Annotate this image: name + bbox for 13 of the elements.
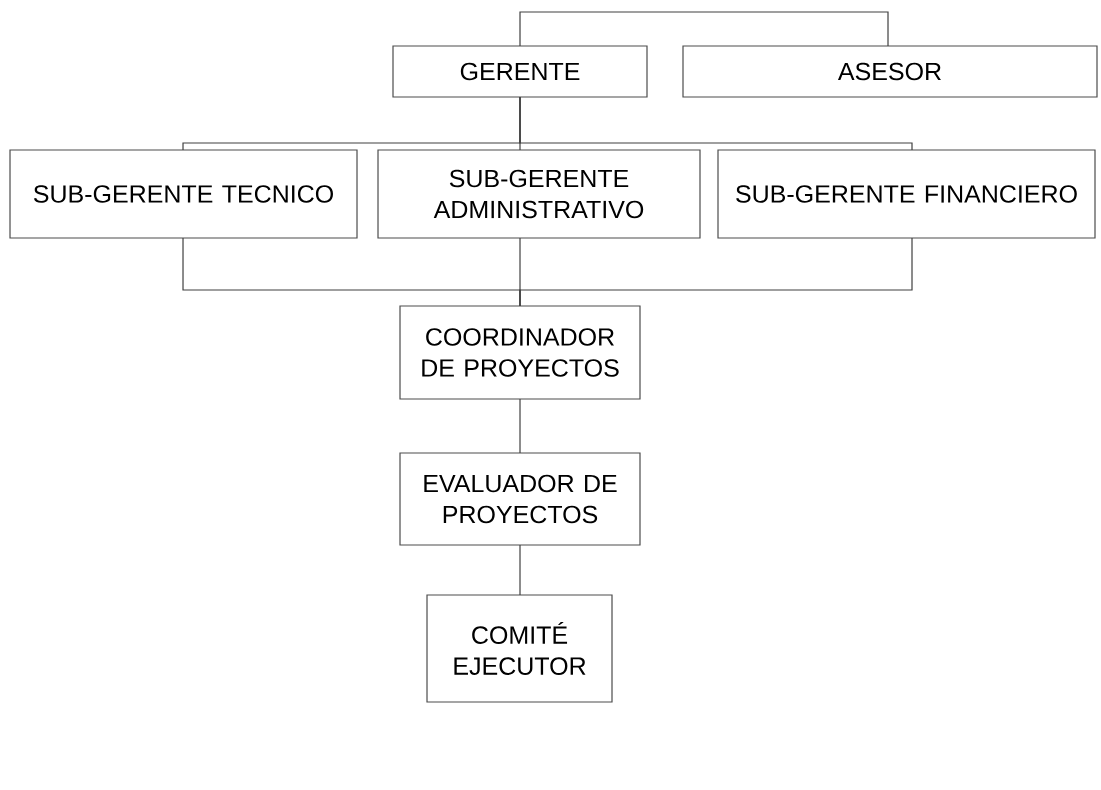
org-box: SUB-GERENTE FINANCIERO xyxy=(717,149,1096,239)
org-box: EVALUADOR DE PROYECTOS xyxy=(399,452,641,546)
org-box: SUB-GERENTE ADMINISTRATIVO xyxy=(377,149,701,239)
org-box: COMITÉ EJECUTOR xyxy=(426,594,613,703)
org-box: COORDINADOR DE PROYECTOS xyxy=(399,305,641,400)
connector-line xyxy=(519,237,913,307)
org-box: ASESOR xyxy=(682,45,1098,98)
connector-line xyxy=(519,96,913,151)
org-box: GERENTE xyxy=(392,45,648,98)
connector-line xyxy=(519,398,521,454)
connector-line xyxy=(519,11,889,47)
org-box: SUB-GERENTE TECNICO xyxy=(9,149,358,239)
connector-line xyxy=(519,544,521,596)
